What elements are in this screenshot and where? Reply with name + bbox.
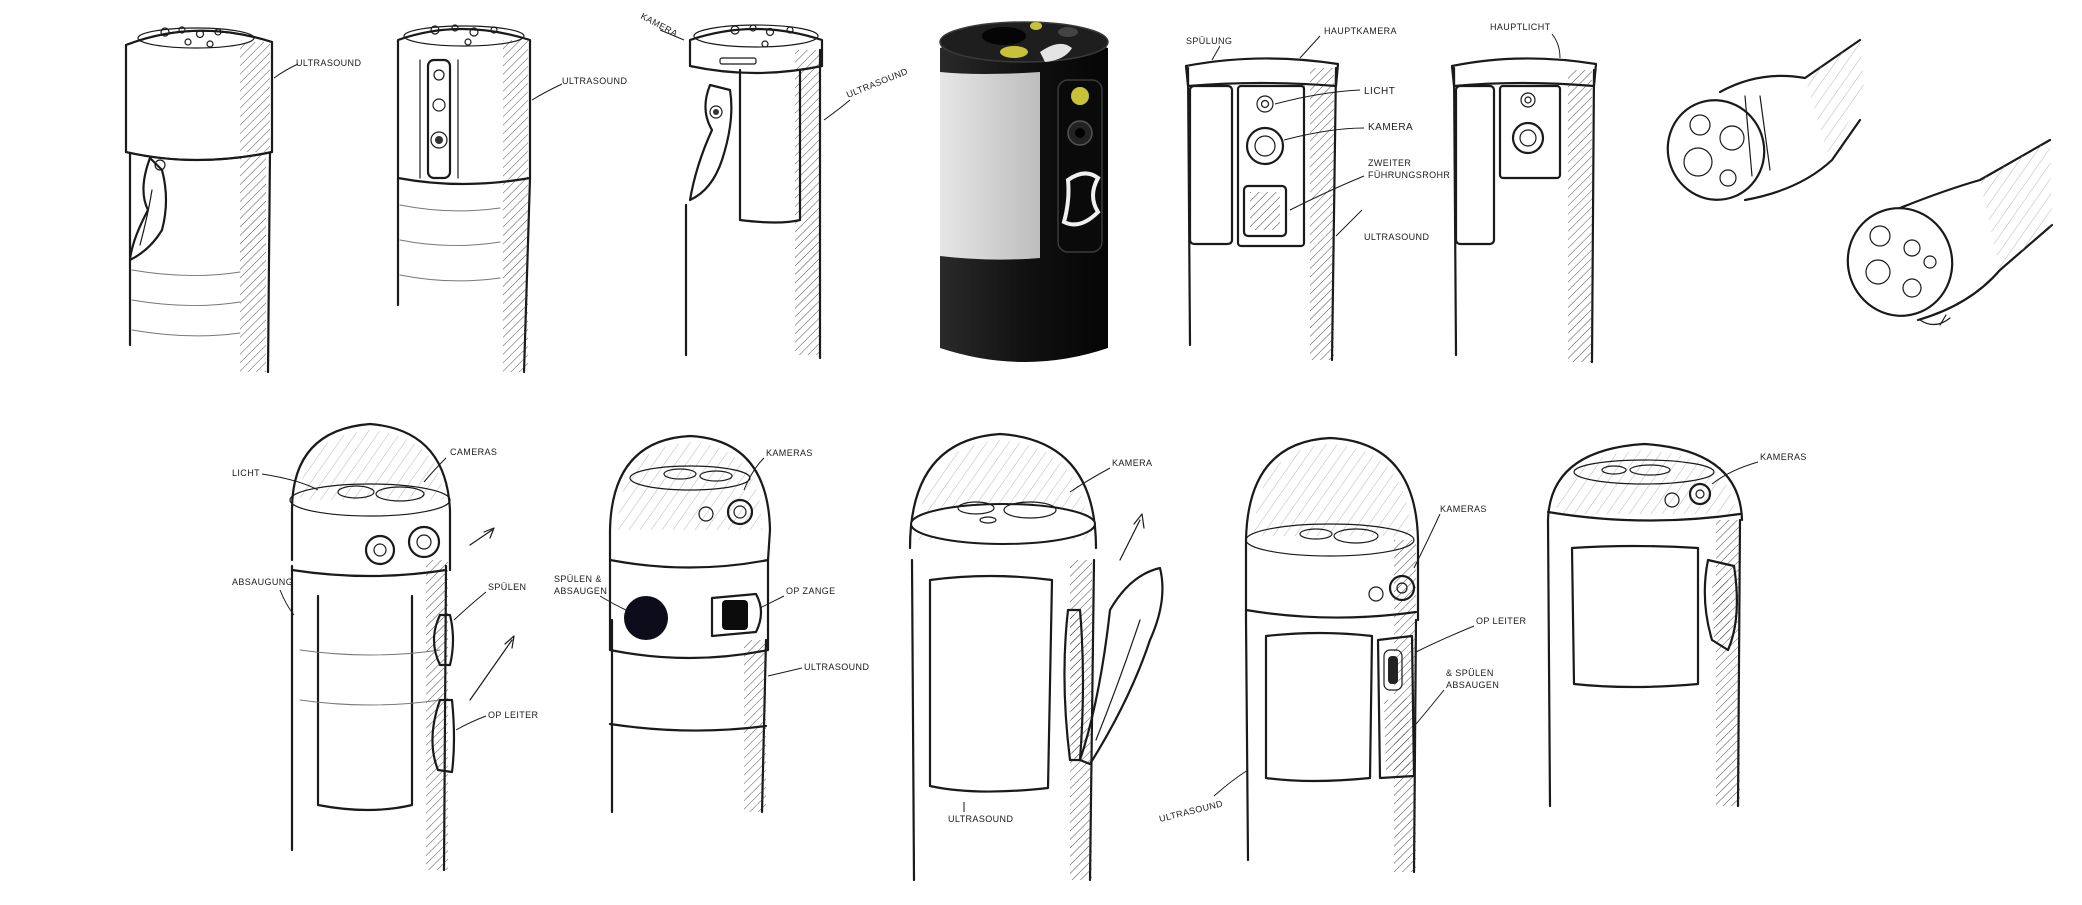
label-spuelen-2: ABSAUGEN [1446,680,1499,690]
label-op-leiter: OP LEITER [488,710,539,720]
label-hauptlicht: HAUPTLICHT [1490,22,1551,32]
bottom-sketch-1: LICHT CAMERAS ABSAUGUNG SPÜLEN OP LEITER [232,422,539,872]
top-sketch-3: KAMERA ULTRASOUND [639,11,909,360]
label-licht: LICHT [1364,86,1395,97]
top-sketch-5: SPÜLUNG HAUPTKAMERA LICHT KAMERA ZWEITER… [1184,26,1450,362]
label-spuelen: SPÜLEN [488,582,526,592]
bottom-sketch-3: KAMERA ULTRASOUND [908,432,1164,882]
label-ultrasound: ULTRASOUND [296,58,361,68]
label-ultrasound: ULTRASOUND [1158,798,1224,824]
top-sketch-2: ULTRASOUND [396,24,627,374]
render-panel [940,72,1040,260]
label-kamera: KAMERA [639,11,679,39]
label-spuelen-2: ABSAUGEN [554,586,607,596]
label-ultrasound: ULTRASOUND [562,76,627,86]
label-fuehrungsrohr-1: ZWEITER [1368,158,1411,168]
label-kamera: KAMERA [1112,458,1152,468]
bottom-sketch-2: KAMERAS SPÜLEN & ABSAUGEN OP ZANGE ULTRA… [554,434,869,814]
top-sketch-7-tubes [1666,38,2054,326]
label-hauptkamera: HAUPTKAMERA [1324,26,1397,36]
device-render [939,21,1109,362]
label-spuelen-1: & SPÜLEN [1446,668,1494,678]
label-spuelung: SPÜLUNG [1186,36,1232,46]
label-licht: LICHT [232,468,260,478]
label-kameras: KAMERAS [1760,452,1807,462]
label-ultrasound: ULTRASOUND [1364,232,1429,242]
top-sketch-6: HAUPTLICHT [1450,22,1598,364]
top-sketch-1: ULTRASOUND [124,26,361,374]
label-cameras: CAMERAS [450,447,497,457]
label-op-zange: OP ZANGE [786,586,836,596]
label-op-leiter: OP LEITER [1476,616,1527,626]
label-kameras: KAMERAS [1440,504,1487,514]
label-ultrasound: ULTRASOUND [804,662,869,672]
label-ultrasound: ULTRASOUND [948,814,1013,824]
label-kameras: KAMERAS [766,448,813,458]
label-absaugung: ABSAUGUNG [232,577,293,587]
label-kamera: KAMERA [1368,122,1413,133]
label-ultrasound: ULTRASOUND [845,66,909,100]
bottom-sketch-5: KAMERAS [1546,442,1807,808]
label-spuelen-1: SPÜLEN & [554,574,602,584]
label-fuehrungsrohr-2: FÜHRUNGSROHR [1368,170,1450,180]
bottom-sketch-4: KAMERAS OP LEITER & SPÜLEN ABSAUGEN ULTR… [1158,436,1527,874]
